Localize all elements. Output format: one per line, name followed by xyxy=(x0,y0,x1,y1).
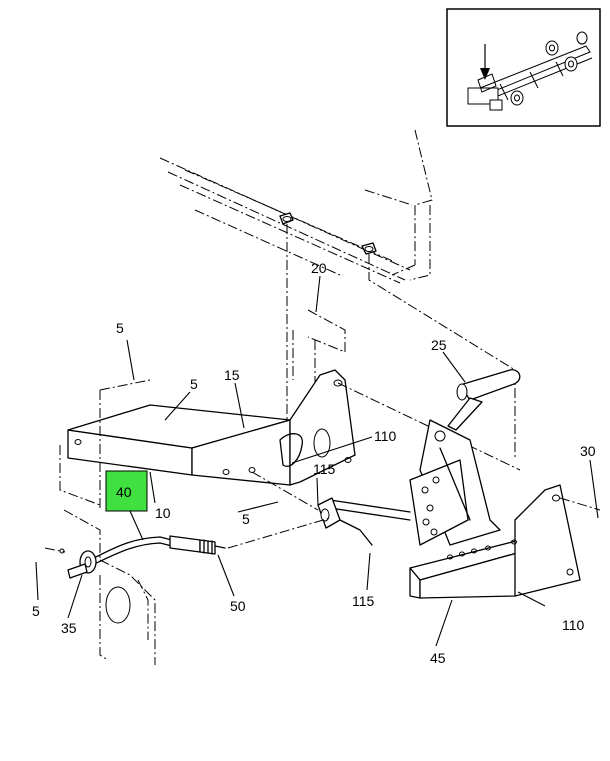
mounting-plate-45 xyxy=(409,484,601,599)
locator-arrow-icon xyxy=(480,44,490,80)
callout-20: 20 xyxy=(311,260,327,276)
callout-50: 50 xyxy=(230,598,246,614)
callout-115-lower: 115 xyxy=(352,593,375,609)
callout-30: 30 xyxy=(580,443,596,459)
callout-10: 10 xyxy=(155,505,171,521)
lower-frame-phantom xyxy=(63,509,156,665)
callout-15: 15 xyxy=(224,367,240,383)
grommet-35 xyxy=(44,547,97,579)
callout-labels: 5 5 15 20 25 30 110 115 40 10 5 5 35 50 … xyxy=(32,260,596,666)
callout-115-upper: 115 xyxy=(313,461,336,477)
support-bracket-15 xyxy=(59,369,356,510)
linkage-rod-115 xyxy=(251,471,411,546)
callout-45: 45 xyxy=(430,650,446,666)
callout-110-upper: 110 xyxy=(374,428,397,444)
callout-110-lower: 110 xyxy=(562,617,585,633)
callout-25: 25 xyxy=(431,337,447,353)
callout-5-mid: 5 xyxy=(190,376,198,392)
callout-35: 35 xyxy=(61,620,77,636)
locator-inset xyxy=(446,8,601,127)
callout-40-highlight xyxy=(105,470,148,512)
pedal-lever-25 xyxy=(337,369,521,546)
callout-5-lower: 5 xyxy=(242,511,250,527)
callout-5-top: 5 xyxy=(116,320,124,336)
callout-5-left: 5 xyxy=(32,603,40,619)
frame-rail-phantom xyxy=(159,129,516,460)
callout-40: 40 xyxy=(116,484,132,500)
leader-lines xyxy=(35,275,599,647)
chassis-locator-sketch xyxy=(467,31,593,111)
cable-assembly-40 xyxy=(89,517,331,567)
